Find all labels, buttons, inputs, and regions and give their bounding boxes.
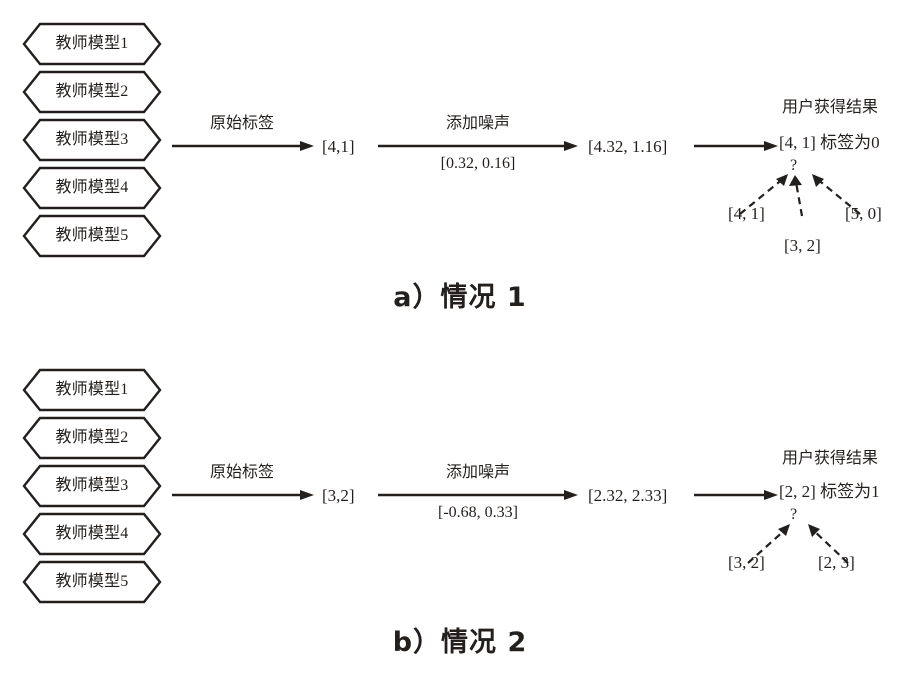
candidate-value: [2, 3] xyxy=(818,553,855,572)
hexagon-shape-icon xyxy=(22,214,162,258)
arrow-label-add-noise: 添加噪声 xyxy=(445,464,510,481)
panel-caption-a: a）情况 1 xyxy=(393,282,527,313)
hexagon-shape-icon xyxy=(22,70,162,114)
hexagon-shape-icon xyxy=(22,464,162,508)
hexagon-shape-icon xyxy=(22,560,162,604)
question-mark: ? xyxy=(790,157,798,174)
flow-arrow-to-result xyxy=(694,487,778,503)
arrow-label-original-label: 原始标签 xyxy=(209,464,274,481)
candidate-value: [3, 2] xyxy=(784,236,821,255)
teacher-model-node[interactable]: 教师模型3 xyxy=(22,464,162,508)
hexagon-shape-icon xyxy=(22,118,162,162)
teacher-model-label: 教师模型2 xyxy=(55,82,129,100)
teacher-model-label: 教师模型1 xyxy=(55,34,129,52)
teacher-model-label: 教师模型3 xyxy=(55,130,129,148)
panel-case-b: 教师模型1 教师模型2 教师模型3 教师模型4 教师模型5 xyxy=(0,341,920,682)
teacher-model-label: 教师模型4 xyxy=(55,524,129,542)
arrow-label-original-label: 原始标签 xyxy=(209,115,274,132)
hexagon-shape-icon xyxy=(22,368,162,412)
vector-original: [3,2] xyxy=(322,486,355,505)
teacher-model-node[interactable]: 教师模型4 xyxy=(22,166,162,210)
result-title: 用户获得结果 xyxy=(782,450,879,467)
result-title: 用户获得结果 xyxy=(782,99,879,116)
hexagon-shape-icon xyxy=(22,416,162,460)
vector-noisy: [4.32, 1.16] xyxy=(588,137,668,156)
teacher-model-label: 教师模型3 xyxy=(55,476,129,494)
flow-arrow-add-noise xyxy=(378,138,578,154)
teacher-model-node[interactable]: 教师模型1 xyxy=(22,22,162,66)
arrow-label-add-noise: 添加噪声 xyxy=(445,115,510,132)
candidate-value: [3, 2] xyxy=(728,553,765,572)
hexagon-shape-icon xyxy=(22,22,162,66)
result-line: [4, 1] 标签为0 xyxy=(779,133,880,152)
hexagon-shape-icon xyxy=(22,166,162,210)
candidate-value: [5, 0] xyxy=(845,204,882,223)
teacher-model-node[interactable]: 教师模型2 xyxy=(22,70,162,114)
flow-arrow-original-label xyxy=(172,138,314,154)
vector-noisy: [2.32, 2.33] xyxy=(588,486,668,505)
teacher-model-label: 教师模型1 xyxy=(55,380,129,398)
flow-arrow-to-result xyxy=(694,138,778,154)
teacher-model-node[interactable]: 教师模型5 xyxy=(22,214,162,258)
teacher-model-node[interactable]: 教师模型4 xyxy=(22,512,162,556)
teacher-model-label: 教师模型2 xyxy=(55,428,129,446)
arrow-label-noise-vector: [0.32, 0.16] xyxy=(440,155,516,172)
result-line: [2, 2] 标签为1 xyxy=(779,482,880,501)
vector-original: [4,1] xyxy=(322,137,355,156)
candidate-converge-arrows xyxy=(739,174,861,217)
teacher-model-stack-a: 教师模型1 教师模型2 教师模型3 教师模型4 教师模型5 xyxy=(22,22,162,262)
teacher-model-node[interactable]: 教师模型3 xyxy=(22,118,162,162)
teacher-model-node[interactable]: 教师模型2 xyxy=(22,416,162,460)
hexagon-shape-icon xyxy=(22,512,162,556)
panel-caption-b: b）情况 2 xyxy=(392,627,528,658)
arrow-label-noise-vector: [-0.68, 0.33] xyxy=(438,504,518,521)
candidate-converge-arrows xyxy=(747,524,849,564)
flow-arrow-original-label xyxy=(172,487,314,503)
question-mark: ? xyxy=(790,506,798,523)
teacher-model-label: 教师模型4 xyxy=(55,178,129,196)
teacher-model-node[interactable]: 教师模型1 xyxy=(22,368,162,412)
teacher-model-label: 教师模型5 xyxy=(55,226,129,244)
teacher-model-node[interactable]: 教师模型5 xyxy=(22,560,162,604)
teacher-model-label: 教师模型5 xyxy=(55,572,129,590)
panel-case-a: 教师模型1 教师模型2 教师模型3 教师模型4 教师模型5 xyxy=(22,22,882,313)
flow-arrow-add-noise xyxy=(378,487,578,503)
teacher-model-stack-b: 教师模型1 教师模型2 教师模型3 教师模型4 教师模型5 xyxy=(22,368,162,608)
candidate-value: [4, 1] xyxy=(728,204,765,223)
